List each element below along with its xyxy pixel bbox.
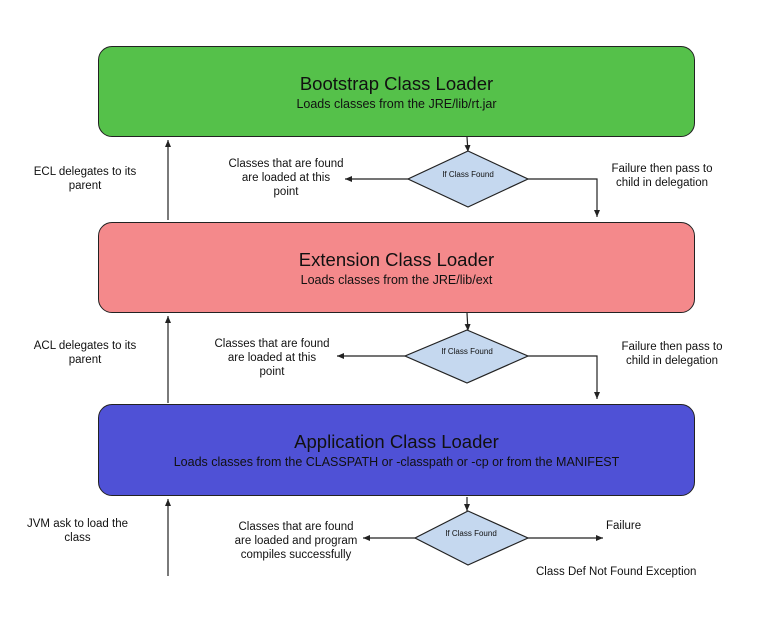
decision-label-top: If Class Found: [442, 170, 494, 179]
decision-diamond-bottom: [413, 510, 530, 566]
decision-label-middle: If Class Found: [441, 347, 493, 356]
acl-delegates-label: ACL delegates to its parent: [33, 340, 137, 366]
ecl-delegates-label: ECL delegates to its parent: [33, 166, 137, 192]
bootstrap-class-loader-box: Bootstrap Class Loader Loads classes fro…: [98, 46, 695, 137]
application-subtitle: Loads classes from the CLASSPATH or -cla…: [173, 455, 620, 469]
jvm-ask-label: JVM ask to load the class: [27, 518, 128, 544]
bootstrap-subtitle: Loads classes from the JRE/lib/rt.jar: [296, 96, 497, 111]
failure-middle-label: Failure then pass to child in delegation: [621, 341, 723, 367]
arrow-decision-top-failure: [528, 178, 600, 217]
extension-title: Extension Class Loader: [298, 248, 495, 270]
arrow-bootstrap-to-decision-top: [464, 136, 471, 153]
found-top-label: Classes that are found are loaded at thi…: [228, 158, 344, 198]
application-title: Application Class Loader: [294, 431, 499, 452]
extension-class-loader-box: Extension Class Loader Loads classes fro…: [98, 222, 695, 313]
arrow-decision-middle-failure: [528, 355, 600, 399]
decision-label-bottom: If Class Found: [445, 529, 497, 538]
decision-diamond-middle: [403, 329, 530, 384]
arrow-extension-to-decision-middle: [464, 312, 471, 332]
application-class-loader-box: Application Class Loader Loads classes f…: [98, 404, 695, 496]
decision-diamond-top: [406, 150, 530, 208]
bootstrap-title: Bootstrap Class Loader: [299, 72, 494, 94]
failure-top-label: Failure then pass to child in delegation: [611, 163, 713, 189]
found-bottom-label: Classes that are found are loaded and pr…: [234, 521, 358, 561]
exception-label: Class Def Not Found Exception: [536, 566, 697, 578]
failure-bottom-label: Failure: [606, 520, 642, 532]
extension-subtitle: Loads classes from the JRE/lib/ext: [300, 272, 493, 287]
found-middle-label: Classes that are found are loaded at thi…: [214, 338, 330, 378]
